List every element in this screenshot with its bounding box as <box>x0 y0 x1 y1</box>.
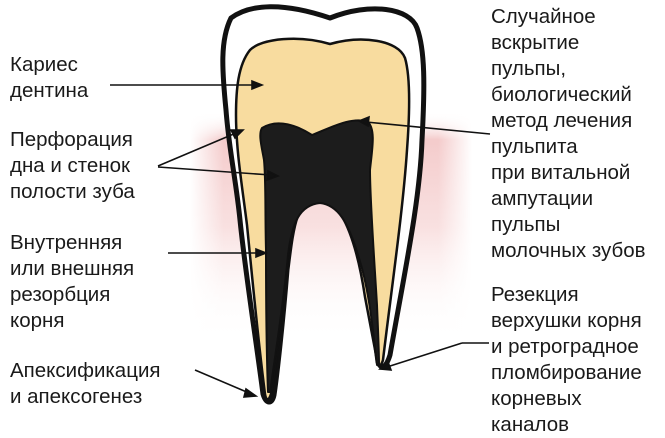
label-dentin-caries: Кариес дентина <box>10 52 88 104</box>
label-root-resection: Резекция верхушки корня и ретроградное п… <box>491 282 642 438</box>
label-root-resorption: Внутренняя или внешняя резорбция корня <box>10 230 134 334</box>
arrow-apex <box>244 389 256 397</box>
label-apexification: Апексификация и апексогенез <box>10 358 161 410</box>
leader-resection <box>387 343 462 367</box>
label-pulp-exposure: Случайное вскрытие пульпы, биологический… <box>491 4 646 264</box>
label-perforation: Перфорация дна и стенок полости зуба <box>10 127 135 205</box>
leader-apex <box>195 370 249 393</box>
tooth-diagram: Кариес дентина Перфорация дна и стенок п… <box>0 0 665 424</box>
